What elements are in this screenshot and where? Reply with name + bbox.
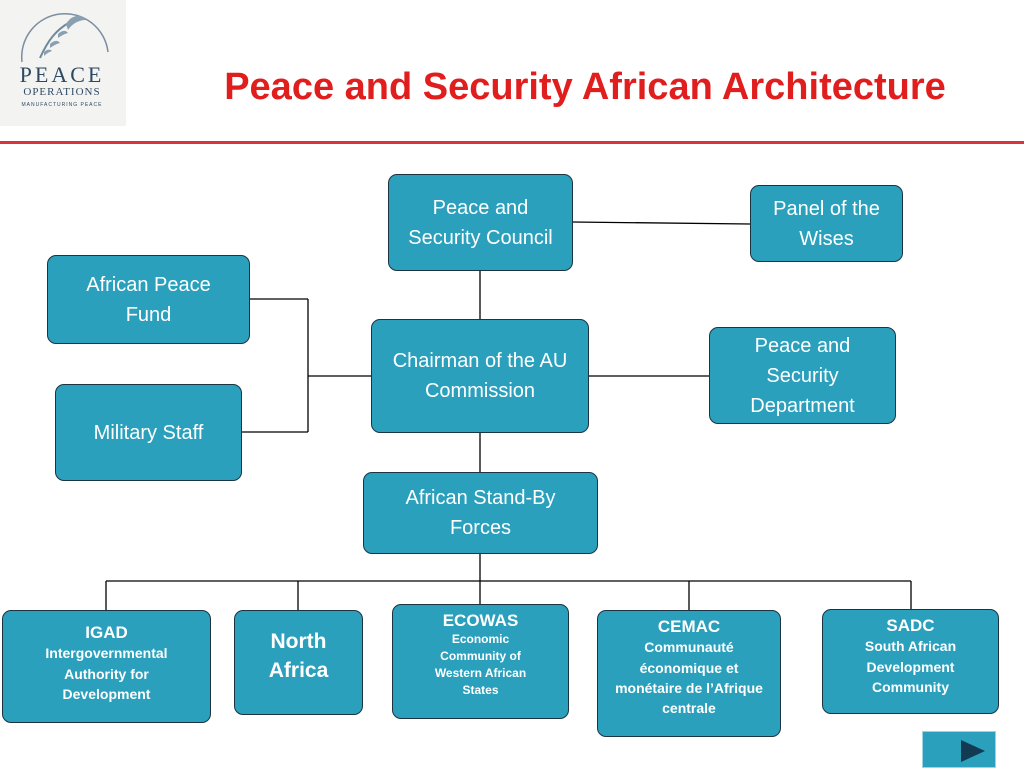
node-military-staff: Military Staff — [55, 384, 242, 481]
logo-tagline: MANUFACTURING PEACE — [21, 102, 103, 108]
play-next-icon — [961, 740, 985, 762]
node-region-cemac: CEMAC Communauté économique et monétaire… — [597, 610, 781, 737]
dove-emblem-icon — [20, 13, 109, 63]
node-label: Peace and Security Department — [750, 334, 855, 417]
node-label: African Stand-By Forces — [405, 487, 556, 539]
node-peace-security-department: Peace and Security Department — [709, 327, 896, 424]
node-region-sadc: SADC South African Development Community — [822, 609, 999, 714]
region-abbr: ECOWAS — [442, 611, 519, 630]
connector-psc-panel — [571, 221, 751, 225]
node-chairman-au-commission: Chairman of the AU Commission — [371, 319, 589, 433]
node-region-ecowas: ECOWAS Economic Community of Western Afr… — [392, 604, 569, 719]
node-label: Panel of the Wises — [773, 197, 880, 250]
region-fullname: Economic Community of Western African St… — [434, 632, 527, 697]
node-label: Chairman of the AU Commission — [392, 350, 568, 402]
title-divider — [0, 141, 1024, 144]
node-panel-of-the-wises: Panel of the Wises — [750, 185, 903, 262]
node-african-peace-fund: African Peace Fund — [47, 255, 250, 344]
region-fullname: South African Development Community — [864, 638, 957, 695]
node-region-north-africa: North Africa — [234, 610, 363, 715]
node-label: Military Staff — [93, 421, 204, 444]
node-african-standby-forces: African Stand-By Forces — [363, 472, 598, 554]
slide-title: Peace and Security African Architecture — [224, 66, 946, 108]
region-fullname: Intergovernmental Authority for Developm… — [45, 645, 168, 702]
node-label: African Peace Fund — [86, 273, 211, 326]
region-fullname: Communauté économique et monétaire de l’… — [615, 639, 763, 717]
region-abbr: IGAD — [85, 623, 128, 642]
peace-operations-logo: PEACE OPERATIONS MANUFACTURING PEACE — [0, 0, 126, 126]
region-abbr: SADC — [886, 616, 935, 635]
logo-word-peace: PEACE — [19, 62, 105, 87]
node-label: Peace and Security Council — [408, 196, 553, 249]
node-peace-security-council: Peace and Security Council — [388, 174, 573, 271]
next-slide-button[interactable] — [922, 731, 996, 768]
logo-word-operations: OPERATIONS — [23, 86, 101, 98]
region-abbr: North Africa — [268, 630, 329, 683]
node-region-igad: IGAD Intergovernmental Authority for Dev… — [2, 610, 211, 723]
region-abbr: CEMAC — [657, 617, 721, 636]
